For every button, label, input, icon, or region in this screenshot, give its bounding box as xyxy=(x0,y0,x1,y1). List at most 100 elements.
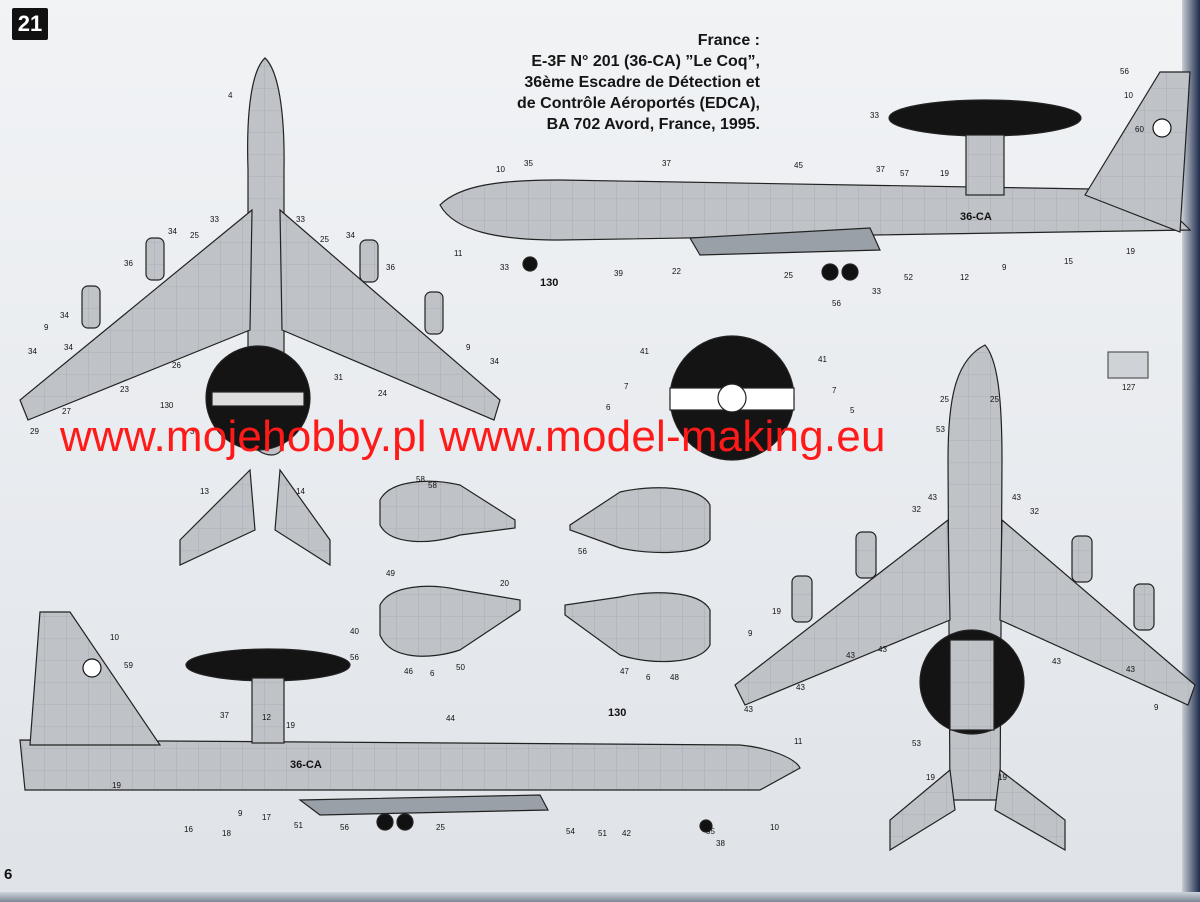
sheet-bottom-edge xyxy=(0,892,1200,902)
callout-insignia-5: 5 xyxy=(850,406,855,415)
callout-top-view-13: 34 xyxy=(28,347,37,356)
callout-engines-1: 58 xyxy=(428,481,437,490)
callout-right-side-12: 33 xyxy=(500,263,509,272)
callout-insignia-1: 41 xyxy=(818,355,827,364)
callout-top-view-8: 36 xyxy=(386,263,395,272)
callout-top-view-23: 14 xyxy=(296,487,305,496)
callout-left-side-2: 37 xyxy=(220,711,229,720)
callout-bottom-view-11: 43 xyxy=(846,651,855,660)
title-line-4: de Contrôle Aéroportés (EDCA), xyxy=(517,95,760,112)
callout-right-side-23: 19 xyxy=(1126,247,1135,256)
callout-left-side-12: 17 xyxy=(262,813,271,822)
callout-top-view-0: 4 xyxy=(228,91,233,100)
title-line-1: France : xyxy=(697,32,760,49)
title-line-3: 36ème Escadre de Détection et xyxy=(524,74,760,91)
callout-bottom-view-19: 19 xyxy=(998,773,1007,782)
callout-right-side-18: 33 xyxy=(872,287,881,296)
callout-left-side-18: 42 xyxy=(622,829,631,838)
callout-engines-7: 6 xyxy=(430,669,435,678)
callout-left-side-21: 10 xyxy=(770,823,779,832)
callout-bottom-view-15: 43 xyxy=(1126,665,1135,674)
bottom-view-aircraft xyxy=(734,344,1196,852)
callout-left-side-19: 55 xyxy=(706,827,715,836)
callout-engines-8: 50 xyxy=(456,663,465,672)
callout-engines-12: 48 xyxy=(670,673,679,682)
sheet-right-edge xyxy=(1182,0,1200,902)
callout-top-view-7: 36 xyxy=(124,259,133,268)
callout-left-side-10: 18 xyxy=(222,829,231,838)
top-view-aircraft xyxy=(19,57,501,567)
callout-left-side-13: 51 xyxy=(294,821,303,830)
callout-top-view-16: 31 xyxy=(334,373,343,382)
callout-left-side-0: 10 xyxy=(110,633,119,642)
callout-top-view-14: 34 xyxy=(490,357,499,366)
right-side-view-aircraft xyxy=(439,71,1192,281)
callout-top-view-9: 34 xyxy=(60,311,69,320)
callout-right-side-11: 11 xyxy=(454,249,463,258)
callout-top-view-20: 29 xyxy=(30,427,39,436)
callout-right-side-4: 35 xyxy=(524,159,533,168)
callout-engines-2: 49 xyxy=(386,569,395,578)
callout-left-side-4: 19 xyxy=(286,721,295,730)
callout-left-side-7: 11 xyxy=(794,737,803,746)
callout-engines-4: 40 xyxy=(350,627,359,636)
callout-engines-10: 47 xyxy=(620,667,629,676)
callout-right-side-9: 19 xyxy=(940,169,949,178)
callout-right-side-8: 57 xyxy=(900,169,909,178)
callout-bottom-view-9: 9 xyxy=(748,629,753,638)
callout-left-side-11: 9 xyxy=(238,809,243,818)
callout-left-side-8: 19 xyxy=(112,781,121,790)
page-number: 6 xyxy=(4,866,13,883)
callout-insignia-2: 7 xyxy=(624,382,629,391)
callout-bottom-view-13: 43 xyxy=(744,705,753,714)
callout-left-side-17: 51 xyxy=(598,829,607,838)
callout-left-side-1: 59 xyxy=(124,661,133,670)
callout-top-view-3: 34 xyxy=(168,227,177,236)
callout-top-view-24: 3 xyxy=(190,427,195,436)
callout-right-side-10: 10 xyxy=(496,165,505,174)
left-side-view-aircraft xyxy=(19,611,801,833)
callout-top-view-11: 9 xyxy=(44,323,49,332)
callout-top-view-17: 23 xyxy=(120,385,129,394)
callout-top-view-21: 130 xyxy=(160,401,174,410)
callout-bottom-view-12: 43 xyxy=(878,645,887,654)
callout-right-side-5: 37 xyxy=(662,159,671,168)
left-side-code: 36-CA xyxy=(290,759,322,771)
callout-left-side-6: 130 xyxy=(608,707,626,719)
callout-right-side-19: 52 xyxy=(904,273,913,282)
callout-engines-3: 20 xyxy=(500,579,509,588)
callout-right-side-3: 33 xyxy=(870,111,879,120)
callout-left-side-14: 56 xyxy=(340,823,349,832)
callout-bottom-view-5: 43 xyxy=(1012,493,1021,502)
callout-left-side-9: 16 xyxy=(184,825,193,834)
right-side-code: 36-CA xyxy=(960,211,992,223)
callout-top-view-6: 34 xyxy=(346,231,355,240)
callout-top-view-12: 9 xyxy=(466,343,471,352)
callout-right-side-22: 15 xyxy=(1064,257,1073,266)
callout-right-side-7: 37 xyxy=(876,165,885,174)
callout-left-side-5: 44 xyxy=(446,714,455,723)
title-line-2: E-3F N° 201 (36-CA) ”Le Coq”, xyxy=(531,53,760,70)
callout-right-side-21: 9 xyxy=(1002,263,1007,272)
callout-insignia-4: 6 xyxy=(606,403,611,412)
engine-details xyxy=(379,480,711,663)
callout-top-view-22: 13 xyxy=(200,487,209,496)
watermark-text: www.mojehobby.pl www.model-making.eu xyxy=(60,412,886,461)
callout-top-view-1: 33 xyxy=(210,215,219,224)
callout-bottom-view-14: 43 xyxy=(1052,657,1061,666)
callout-top-view-4: 25 xyxy=(190,231,199,240)
callout-right-side-6: 45 xyxy=(794,161,803,170)
callout-bottom-view-3: 53 xyxy=(936,425,945,434)
callout-right-side-15: 22 xyxy=(672,267,681,276)
insignia-diagram xyxy=(669,335,795,461)
callout-right-side-13: 130 xyxy=(540,277,558,289)
callout-insignia-0: 41 xyxy=(640,347,649,356)
callout-top-view-18: 24 xyxy=(378,389,387,398)
callout-right-side-2: 60 xyxy=(1135,125,1144,134)
callout-engines-9: 56 xyxy=(578,547,587,556)
callout-right-side-16: 25 xyxy=(784,271,793,280)
callout-top-view-10: 34 xyxy=(64,343,73,352)
